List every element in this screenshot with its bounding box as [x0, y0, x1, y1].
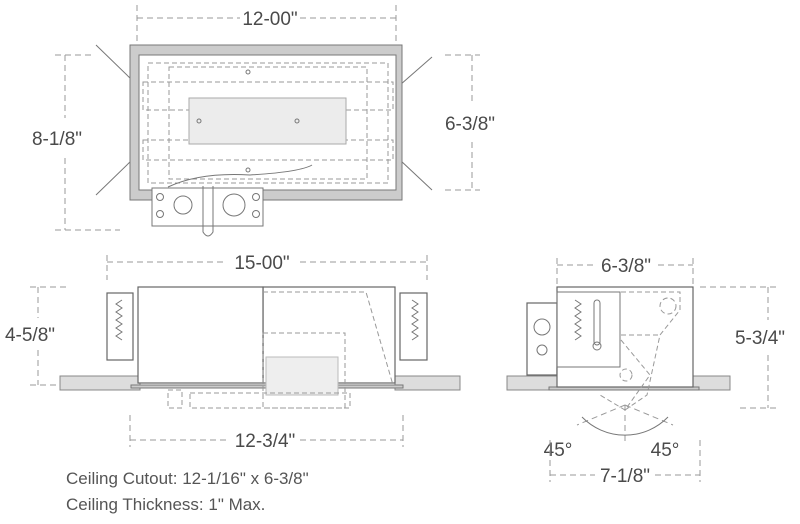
- knockout-icon: [156, 210, 164, 218]
- wire: [167, 164, 313, 188]
- junction-box-end: [526, 302, 558, 376]
- junction-box: [151, 187, 264, 227]
- top-width-dimension: 12-00": [242, 9, 297, 30]
- screw-icon: [196, 118, 202, 124]
- pivot-icon: [659, 297, 677, 315]
- housing-junction-box: [137, 286, 264, 384]
- clip-outline: [167, 389, 183, 409]
- tilt-arc: [581, 416, 669, 436]
- tilt-line-left: [576, 404, 626, 426]
- tilt-left-label: 45°: [544, 440, 573, 461]
- slot: [593, 299, 601, 346]
- knockout-icon: [536, 344, 548, 356]
- knockout-icon: [252, 210, 260, 218]
- mounting-clip-right: [399, 292, 428, 361]
- screw-icon: [245, 69, 251, 75]
- heatsink-outline: [189, 392, 351, 409]
- bracket-strap: [202, 186, 214, 237]
- tilt-right-label: 45°: [651, 440, 680, 461]
- ceiling-thickness-note: Ceiling Thickness: 1" Max.: [66, 495, 265, 514]
- pivot-screw-icon: [592, 341, 602, 351]
- knockout-icon: [222, 193, 246, 217]
- side-inner-length-dimension: 12-3/4": [235, 431, 296, 452]
- screw-icon: [294, 118, 300, 124]
- knockout-icon: [156, 193, 164, 201]
- top-outer-height-dimension: 8-1/8": [32, 129, 82, 150]
- side-height-dimension: 4-5/8": [5, 325, 55, 346]
- screw-icon: [245, 167, 251, 173]
- knockout-icon: [533, 318, 551, 336]
- end-view: 6-3/8" 5-3/4" 45° 45° 7-1/8": [506, 256, 785, 487]
- spring-icon: [115, 299, 123, 341]
- mounting-bar-right: [399, 56, 433, 191]
- ceiling-cutout-note: Ceiling Cutout: 12-1/16" x 6-3/8": [66, 469, 309, 488]
- knockout-icon: [252, 193, 260, 201]
- top-view: 12-00" 8-1/8" 6-3/8": [32, 5, 495, 237]
- mounting-bar-left: [95, 44, 133, 196]
- mounting-clip-left: [106, 292, 134, 361]
- side-length-dimension: 15-00": [234, 253, 289, 274]
- tilted-reflector-outline: [621, 291, 681, 411]
- ceiling-section: [394, 375, 461, 391]
- spring-icon: [411, 299, 419, 341]
- pivot-icon: [619, 368, 633, 382]
- tilted-reflector-outline: [599, 339, 651, 411]
- driver-box: [556, 291, 621, 368]
- tilt-line-right: [624, 404, 674, 426]
- side-view: 15-00" 4-5/8" 12-3/4": [5, 253, 461, 452]
- reflector-outline: [263, 291, 394, 386]
- swing-width-dimension: 7-1/8": [600, 466, 650, 487]
- end-height-dimension: 5-3/4": [735, 328, 785, 349]
- end-width-dimension: 6-3/8": [601, 256, 651, 277]
- reflector-outline: [168, 66, 368, 180]
- top-inner-height-dimension: 6-3/8": [445, 114, 495, 135]
- led-array: [265, 356, 339, 396]
- housing-outline: [147, 62, 389, 184]
- led-module-outline: [262, 332, 346, 409]
- knockout-icon: [173, 195, 193, 215]
- spring-icon: [574, 299, 582, 341]
- ceiling-section: [59, 375, 141, 391]
- lens-panel: [188, 97, 347, 145]
